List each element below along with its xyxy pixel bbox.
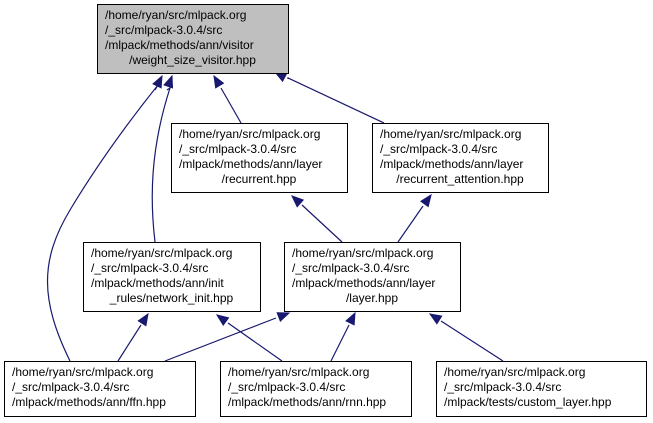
node-label-line: /home/ryan/src/mlpack.org (12, 365, 153, 379)
edge-line (330, 324, 350, 362)
node-box[interactable] (4, 361, 196, 417)
node-label-line: /mlpack/methods/ann/ffn.hpp (12, 395, 166, 409)
node-label-line: /home/ryan/src/mlpack.org (444, 365, 585, 379)
arrowhead-icon (152, 74, 163, 89)
node-label-line: _rules/network_init.hpp (109, 291, 234, 305)
node-label-line: /recurrent.hpp (222, 172, 297, 186)
node-label-line: /mlpack/methods/ann/layer (179, 157, 322, 171)
node-box[interactable] (83, 242, 261, 312)
node-label-line: /_src/mlpack-3.0.4/src (380, 142, 497, 156)
edge-ffn-to-weight_size_visitor (47, 74, 163, 362)
node-ffn[interactable]: /home/ryan/src/mlpack.org/_src/mlpack-3.… (4, 361, 196, 417)
edge-line (227, 322, 283, 362)
node-weight-size-visitor[interactable]: /home/ryan/src/mlpack.org/_src/mlpack-3.… (97, 4, 289, 74)
edge-line (287, 77, 385, 124)
nodes-layer: /home/ryan/src/mlpack.org/_src/mlpack-3.… (4, 4, 647, 417)
node-label-line: /home/ryan/src/mlpack.org (228, 365, 369, 379)
node-recurrent-attention[interactable]: /home/ryan/src/mlpack.org/_src/mlpack-3.… (372, 123, 549, 193)
node-label-line: /mlpack/methods/ann/visitor (105, 38, 254, 52)
node-label-line: /mlpack/tests/custom_layer.hpp (444, 395, 612, 409)
node-custom-layer[interactable]: /home/ryan/src/mlpack.org/_src/mlpack-3.… (436, 361, 647, 417)
node-label-line: /_src/mlpack-3.0.4/src (105, 23, 222, 37)
arrowhead-icon (291, 195, 305, 208)
node-box[interactable] (220, 361, 412, 417)
edge-recurrent_attention-to-weight_size_visitor (273, 71, 385, 124)
edge-line (397, 205, 424, 243)
edge-rnn-to-network_init (215, 314, 283, 362)
node-box[interactable] (372, 123, 549, 193)
edge-line (164, 317, 277, 362)
node-label-line: /home/ryan/src/mlpack.org (105, 8, 246, 22)
edge-network_init-to-weight_size_visitor (151, 74, 174, 243)
node-label-line: /mlpack/methods/ann/init (91, 276, 224, 290)
arrowhead-icon (276, 312, 291, 323)
arrowhead-icon (419, 193, 432, 208)
edge-line (151, 86, 172, 243)
edge-ffn-to-network_init (117, 312, 149, 362)
arrowhead-icon (215, 314, 230, 327)
edge-layer-to-recurrent (291, 195, 343, 243)
node-label-line: /home/ryan/src/mlpack.org (380, 127, 521, 141)
node-label-line: /home/ryan/src/mlpack.org (292, 246, 433, 260)
edge-recurrent-to-weight_size_visitor (213, 74, 242, 124)
node-label-line: /mlpack/methods/ann/layer (292, 276, 435, 290)
arrowhead-icon (428, 313, 443, 325)
edge-layer-to-recurrent_attention (397, 193, 432, 243)
arrowhead-icon (213, 74, 225, 89)
node-label-line: /_src/mlpack-3.0.4/src (444, 380, 561, 394)
node-label-line: /_src/mlpack-3.0.4/src (179, 142, 296, 156)
node-label-line: /layer.hpp (346, 291, 398, 305)
edges-layer (47, 71, 504, 362)
node-label-line: /mlpack/methods/ann/rnn.hpp (228, 395, 386, 409)
node-label-line: /_src/mlpack-3.0.4/src (228, 380, 345, 394)
edge-rnn-to-layer (330, 311, 356, 362)
arrowhead-icon (137, 312, 149, 327)
arrowhead-icon (163, 74, 174, 89)
node-label-line: /_src/mlpack-3.0.4/src (12, 380, 129, 394)
root-node-box[interactable] (97, 4, 289, 74)
arrowhead-icon (345, 311, 356, 326)
node-layer[interactable]: /home/ryan/src/mlpack.org/_src/mlpack-3.… (284, 242, 461, 312)
node-label-line: /_src/mlpack-3.0.4/src (91, 261, 208, 275)
node-box[interactable] (436, 361, 647, 417)
edge-line (220, 87, 242, 124)
node-label-line: /home/ryan/src/mlpack.org (179, 127, 320, 141)
node-recurrent[interactable]: /home/ryan/src/mlpack.org/_src/mlpack-3.… (171, 123, 348, 193)
node-label-line: /home/ryan/src/mlpack.org (91, 246, 232, 260)
node-label-line: /recurrent_attention.hpp (396, 172, 524, 186)
edge-line (301, 204, 343, 243)
node-box[interactable] (171, 123, 348, 193)
edge-line (440, 320, 504, 362)
node-label-line: /weight_size_visitor.hpp (129, 53, 256, 67)
node-box[interactable] (284, 242, 461, 312)
edge-line (47, 84, 159, 362)
edge-custom_layer-to-layer (428, 313, 504, 362)
node-rnn[interactable]: /home/ryan/src/mlpack.org/_src/mlpack-3.… (220, 361, 412, 417)
node-label-line: /_src/mlpack-3.0.4/src (292, 261, 409, 275)
node-network-init[interactable]: /home/ryan/src/mlpack.org/_src/mlpack-3.… (83, 242, 261, 312)
edge-ffn-to-layer (164, 312, 291, 362)
node-label-line: /mlpack/methods/ann/layer (380, 157, 523, 171)
edge-line (117, 324, 142, 362)
